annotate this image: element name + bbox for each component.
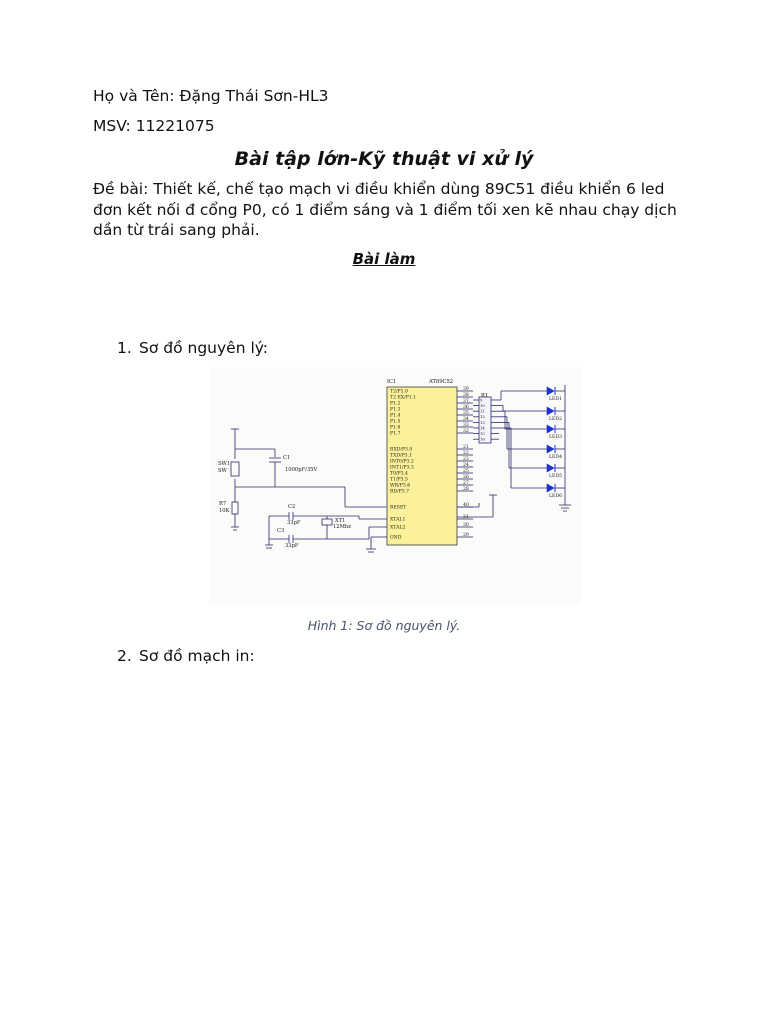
switch-ref: SW1: [218, 461, 230, 467]
chip-pin-number: 33: [463, 422, 469, 428]
resistor-array-pin-number: 14: [480, 425, 485, 430]
chip-pin-number: 24: [463, 462, 469, 468]
chip-pin-number: 31: [463, 514, 469, 520]
crystal-symbol: [321, 518, 333, 526]
chip-pin-label: RXD/P3.0: [390, 447, 412, 453]
resistor-array-pin-number: 15: [480, 431, 485, 436]
chip-pin-number: 35: [463, 410, 469, 416]
section-number: 1.: [117, 339, 132, 357]
chip-pin-number: 28: [463, 486, 469, 492]
chip-pin-label: T2 EX/P1.1: [390, 395, 416, 401]
chip-pin-number: 25: [463, 468, 469, 474]
resistor-array-pin-number: 16: [480, 437, 485, 442]
chip-pin-label: XTAL2: [390, 525, 405, 531]
chip-part: AT89C52: [428, 379, 453, 385]
led-label: LED5: [549, 473, 562, 479]
chip-body: [386, 386, 458, 546]
answer-heading: Bài làm: [352, 250, 416, 268]
assignment-paragraph: Đề bài: Thiết kế, chế tạo mạch vi điều k…: [93, 180, 677, 239]
chip-pin-label: WR/P3.6: [390, 483, 410, 489]
cap-c1-ref: C1: [283, 455, 290, 461]
chip-pin-label: TXD/P3.1: [390, 453, 412, 459]
led-symbol: [546, 424, 555, 434]
led-symbol: [546, 406, 555, 416]
chip-pin-label: P1.3: [390, 407, 400, 413]
chip-pin-label: RD/P3.7: [390, 489, 409, 495]
chip-pin-label: T2/P1.0: [390, 389, 408, 395]
section-label: Sơ đồ nguyên lý:: [139, 339, 269, 357]
chip-pin-label: XTAL1: [390, 517, 405, 523]
led-label: LED3: [549, 434, 562, 440]
cap-c1-value: 1000pF/35V: [285, 467, 317, 473]
resistor-array-pin-number: 10: [480, 403, 485, 408]
chip-pin-number: 23: [463, 456, 469, 462]
section-label: Sơ đồ mạch in:: [139, 647, 255, 665]
chip-pin-label: P1.5: [390, 419, 400, 425]
chip-pin-number: 22: [463, 450, 469, 456]
chip-pin-label: GND: [390, 535, 402, 541]
resistor-array-body: [478, 396, 492, 444]
chip-pin-label: T0/P3.4: [390, 471, 408, 477]
resistor-array-pin-number: 12: [480, 414, 485, 419]
student-name-line: Họ và Tên: Đặng Thái Sơn-HL3: [93, 87, 329, 105]
cap-c3-value: 33pF: [285, 543, 299, 549]
led-symbol: [546, 386, 555, 396]
resistor-r7-value: 10K: [219, 508, 230, 514]
chip-pin-number: 38: [463, 392, 469, 398]
resistor-r7-ref: R7: [219, 501, 226, 507]
section-item-1: 1. Sơ đồ nguyên lý:: [117, 338, 268, 358]
chip-pin-label: INT1/P3.3: [390, 465, 414, 471]
reset-resistor: [231, 501, 239, 515]
chip-pin-number: 34: [463, 416, 469, 422]
led-symbol: [546, 463, 555, 473]
section-number: 2.: [117, 647, 132, 665]
crystal-value: 12Mhz: [333, 524, 351, 530]
led-label: LED6: [549, 493, 562, 499]
cap-c3-ref: C3: [277, 528, 284, 534]
chip-pin-number: 29: [463, 532, 469, 538]
led-symbol: [546, 444, 555, 454]
chip-pin-number: 32: [463, 428, 469, 434]
chip-pin-label: T1/P3.5: [390, 477, 408, 483]
led-symbol: [546, 483, 555, 493]
chip-pin-number: 21: [463, 444, 469, 450]
cap-c2-value: 33pF: [287, 520, 301, 526]
resistor-array-ref: R1: [481, 393, 488, 399]
led-label: LED4: [549, 454, 562, 460]
chip-pin-number: 40: [463, 502, 469, 508]
resistor-array-pin-number: 11: [480, 409, 485, 414]
document-title: Bài tập lớn-Kỹ thuật vi xử lý: [234, 148, 534, 170]
chip-pin-number: 30: [463, 522, 469, 528]
chip-pin-label: P1.2: [390, 401, 400, 407]
resistor-array-pin-number: 13: [480, 420, 485, 425]
crystal-ref: XT1: [335, 518, 345, 524]
chip-pin-number: 37: [463, 398, 469, 404]
chip-pin-label: P1.6: [390, 425, 400, 431]
resistor-array-pin-number: 9: [480, 397, 483, 402]
chip-pin-label: INT0/P3.2: [390, 459, 414, 465]
cap-c2-ref: C2: [288, 504, 295, 510]
led-label: LED1: [549, 396, 562, 402]
chip-ref: IC1: [387, 379, 396, 385]
switch-label: SW: [218, 468, 228, 474]
chip-pin-label: P1.4: [390, 413, 400, 419]
chip-pin-number: 26: [463, 474, 469, 480]
led-label: LED2: [549, 416, 562, 422]
schematic-diagram: IC1 AT89C52 R1 SW1 SW C1 1000pF/35V R7 1…: [209, 367, 582, 605]
reset-switch: [230, 461, 240, 477]
chip-pin-label: RESET: [390, 505, 407, 511]
chip-pin-number: 27: [463, 480, 469, 486]
student-id-line: MSV: 11221075: [93, 117, 215, 135]
chip-pin-number: 39: [463, 386, 469, 392]
chip-pin-number: 36: [463, 404, 469, 410]
section-item-2: 2. Sơ đồ mạch in:: [117, 646, 255, 666]
figure-caption: Hình 1: Sơ đồ nguyên lý.: [307, 618, 461, 633]
chip-pin-label: P1.7: [390, 431, 400, 437]
